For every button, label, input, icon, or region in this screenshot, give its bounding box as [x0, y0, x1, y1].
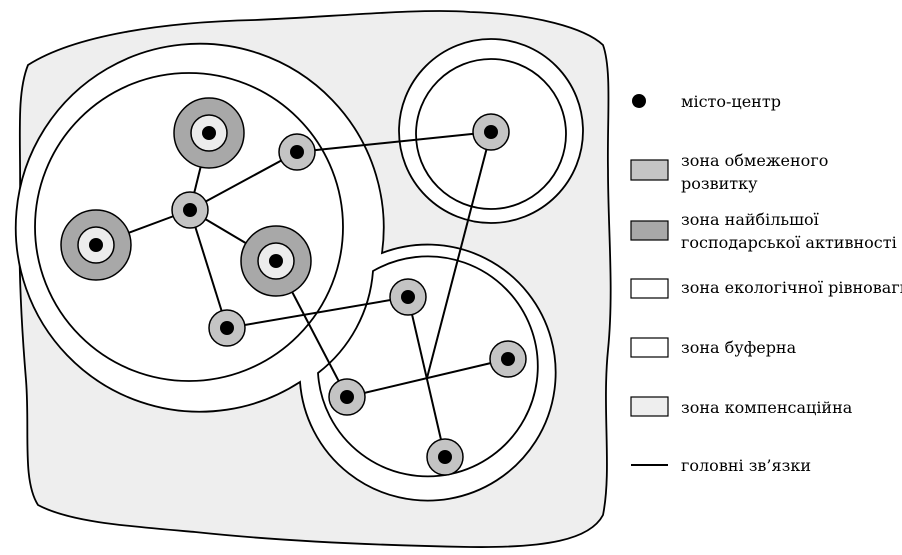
- compensation-swatch: [630, 396, 669, 417]
- city-limited-dev-3: [208, 309, 246, 347]
- main-link: [189, 209, 228, 329]
- legend-label-city-center: місто-центр: [681, 92, 781, 111]
- city-limited-dev-7: [489, 340, 527, 378]
- legend-item-ecological-balance: зона екологічної рівноваги: [630, 278, 902, 299]
- ecological-balance-swatch: [630, 278, 669, 299]
- legend-label-max-activity-2: господарської активності: [681, 233, 897, 252]
- main-link: [226, 296, 409, 329]
- main-link: [296, 131, 492, 153]
- main-link: [426, 131, 492, 379]
- max-activity-swatch: [630, 220, 669, 241]
- city-limited-dev-1: [171, 191, 209, 229]
- legend-item-compensation: зона компенсаційна: [630, 396, 853, 417]
- city-max-activity-3: [240, 225, 312, 297]
- legend-label-buffer: зона буферна: [681, 338, 797, 357]
- legend-label-compensation: зона компенсаційна: [681, 398, 853, 417]
- limited-dev-swatch: [630, 159, 669, 181]
- city-center-swatch: [632, 94, 646, 108]
- legend-label-max-activity-1: зона найбільшої: [681, 210, 819, 229]
- legend-item-buffer: зона буферна: [630, 337, 797, 358]
- legend-item-main-links: головні зв’язки: [631, 456, 811, 475]
- ecological-balance-zone-lower: [317, 255, 539, 478]
- buffer-swatch: [630, 337, 669, 358]
- city-limited-dev-2: [278, 133, 316, 171]
- legend-label-limited-dev-2: розвитку: [681, 174, 758, 193]
- legend-item-city-center: місто-центр: [632, 92, 781, 111]
- legend-item-limited-dev: зона обмеженого розвитку: [630, 151, 828, 193]
- city-limited-dev-6: [328, 378, 366, 416]
- legend: місто-центр зона обмеженого розвитку зон…: [630, 92, 902, 475]
- city-limited-dev-8: [426, 438, 464, 476]
- legend-label-ecological-balance: зона екологічної рівноваги: [681, 278, 902, 297]
- city-limited-dev-4: [472, 113, 510, 151]
- legend-label-main-links: головні зв’язки: [681, 456, 811, 475]
- legend-label-limited-dev-1: зона обмеженого: [681, 151, 828, 170]
- city-max-activity-2: [60, 209, 132, 281]
- city-max-activity-1: [173, 97, 245, 169]
- main-link: [346, 358, 509, 398]
- main-link: [407, 296, 446, 458]
- city-limited-dev-5: [389, 278, 427, 316]
- main-link: [189, 151, 298, 211]
- legend-item-max-activity: зона найбільшої господарської активності: [630, 210, 897, 252]
